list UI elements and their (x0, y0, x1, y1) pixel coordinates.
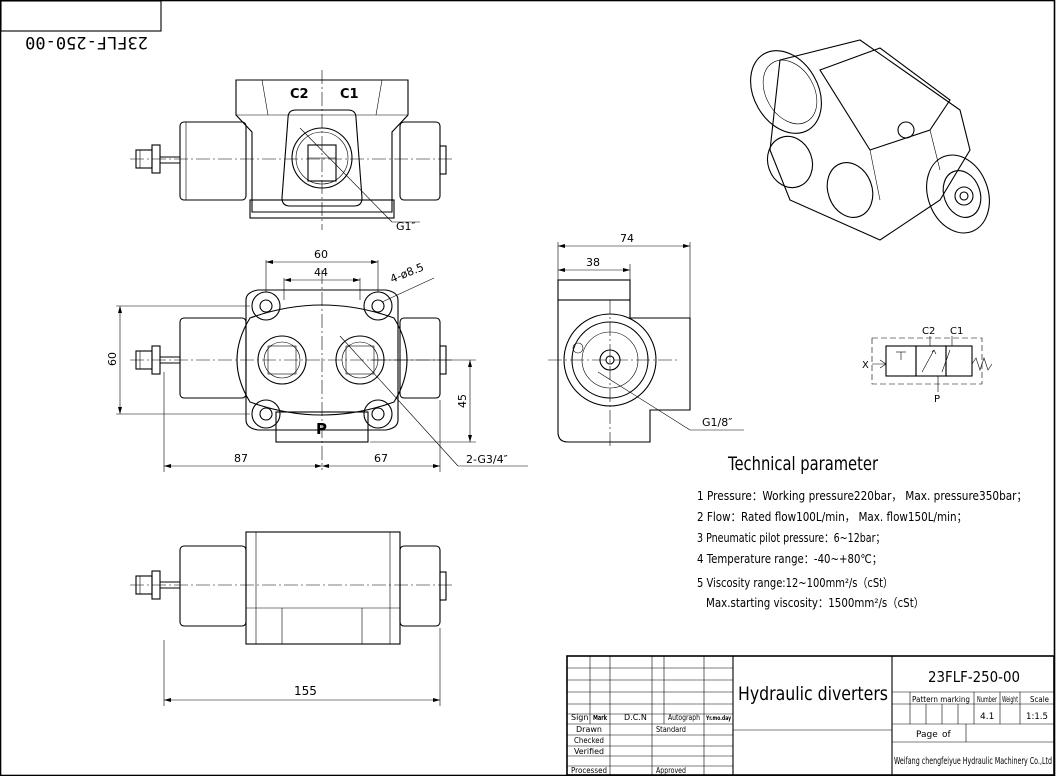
port-label-g1: G1″ (396, 220, 416, 233)
bottom-view: 155 (130, 531, 455, 706)
product-name: Hydraulic diverters (738, 683, 888, 705)
drawn-label: Drawn (576, 725, 602, 734)
mark-label: Mark (593, 714, 607, 722)
dcn-label: D.C.N (624, 713, 647, 722)
approved-label: Approved (656, 766, 686, 775)
dim-ports: 2-G3/4″ (466, 453, 508, 466)
hydraulic-symbol: C2 C1 X P (862, 326, 993, 405)
dim-holes: 4-ø8.5 (388, 261, 426, 286)
dim-44: 44 (314, 266, 328, 279)
date-label: Yr.mo.day (705, 715, 731, 722)
symbol-x: X (862, 360, 869, 371)
symbol-c1: C1 (950, 326, 963, 337)
tech-title: Technical parameter (727, 453, 878, 475)
port-label-c1: C1 (340, 87, 359, 102)
processed-label: Processed (571, 766, 607, 775)
port-label-g18: G1/8″ (702, 416, 732, 429)
verified-label: Verified (574, 747, 604, 756)
dim-38: 38 (586, 256, 600, 269)
tech-line-5: 5 Viscosity range:12~100mm²/s（cSt） (697, 576, 893, 590)
number-label: Number (977, 695, 997, 704)
weight-label: Weight (1002, 695, 1018, 704)
tech-line-6: Max.starting viscosity：1500mm²/s（cSt） (706, 596, 924, 610)
scale-label: Scale (1030, 695, 1049, 704)
sign-label: Sign (571, 713, 588, 722)
company-name: Weifang chengfeiyue Hydraulic Machinery … (894, 756, 1052, 767)
number-value: 4.1 (980, 712, 994, 722)
port-label-c2: C2 (290, 87, 309, 102)
pattern-marking-label: Pattern marking (912, 695, 970, 704)
standard-label: Standard (656, 725, 686, 734)
tech-line-1: 1 Pressure：Working pressure220bar， Max. … (697, 489, 1027, 503)
dim-87: 87 (234, 452, 248, 465)
of-label: of (942, 730, 952, 740)
isometric-view (750, 39, 990, 241)
dim-60-top: 60 (314, 248, 328, 261)
tech-line-4: 4 Temperature range：-40~+80℃； (697, 552, 882, 566)
drawing-number-box: 23FLF-250-00 (0, 0, 162, 52)
dim-74: 74 (620, 232, 634, 245)
dim-45: 45 (456, 394, 469, 408)
dim-155: 155 (294, 684, 317, 698)
symbol-p: P (934, 394, 940, 405)
page-label: Page (916, 730, 938, 740)
middle-view: P 60 44 4-ø8.5 60 (106, 248, 528, 472)
port-label-p: P (316, 420, 327, 438)
checked-label: Checked (574, 736, 604, 745)
title-drawing-number: 23FLF-250-00 (928, 668, 1020, 686)
drawing-number-mirrored: 23FLF-250-00 (25, 32, 148, 52)
tech-line-3: 3 Pneumatic pilot pressure：6~12bar； (697, 531, 885, 545)
symbol-c2: C2 (922, 326, 935, 337)
side-view: G1/8″ 74 38 (548, 232, 744, 446)
dim-67: 67 (374, 452, 388, 465)
title-block: Hydraulic diverters 23FLF-250-00 Pattern… (566, 655, 1055, 776)
dim-60-left: 60 (106, 352, 119, 366)
scale-value: 1:1.5 (1026, 712, 1048, 722)
tech-line-2: 2 Flow：Rated flow100L/min， Max. flow150L… (697, 510, 967, 524)
front-view: G1″ C2 C1 (130, 70, 455, 233)
autograph-label: Autograph (668, 713, 700, 722)
technical-parameters: Technical parameter 1 Pressure：Working p… (697, 453, 1027, 610)
